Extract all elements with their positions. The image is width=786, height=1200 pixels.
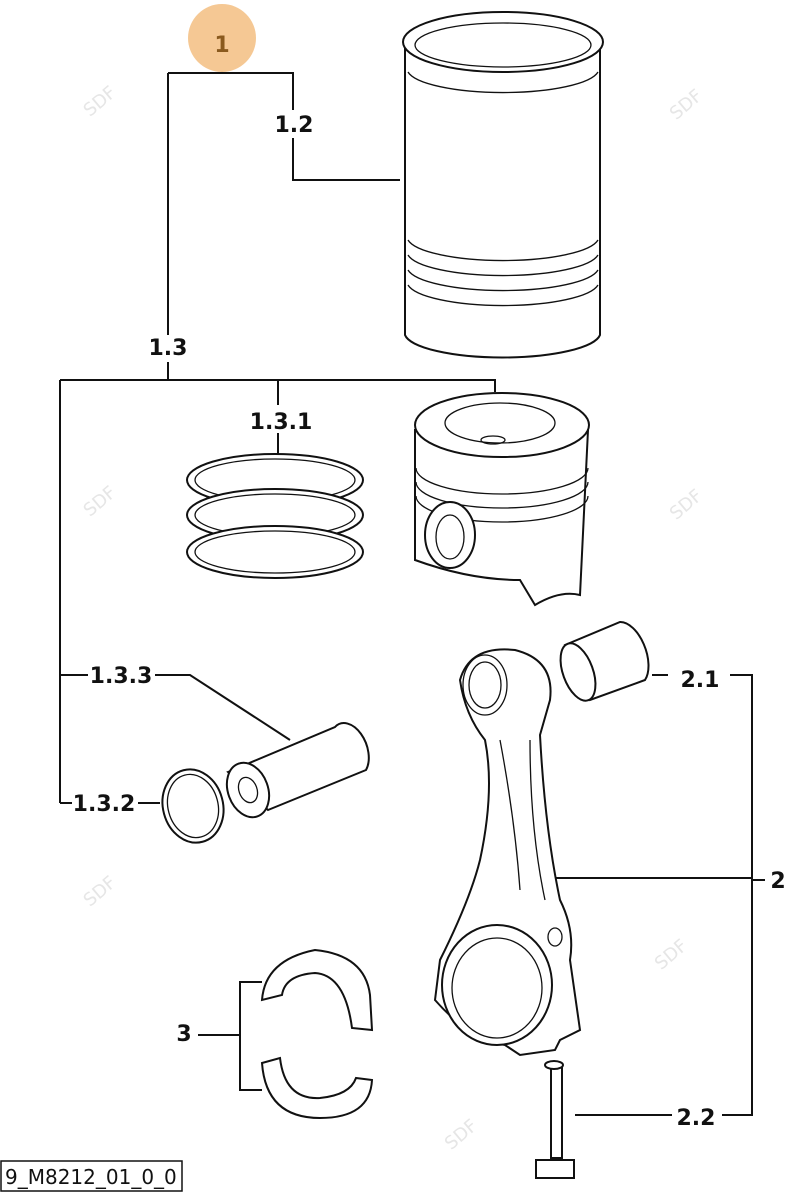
watermark: SDF [441, 1115, 482, 1154]
watermark: SDF [651, 935, 692, 974]
connecting-rod-bolt[interactable] [535, 1060, 575, 1179]
watermark: SDF [666, 85, 707, 124]
diagram-id: 9_M8212_01_0_0 [5, 1165, 177, 1189]
cylinder-liner[interactable] [402, 11, 604, 359]
watermark: SDF [80, 872, 121, 911]
bearing-shells[interactable] [260, 948, 374, 1120]
callout-1-3-2[interactable]: 1.3.2 [73, 792, 136, 817]
callout-1-3-1[interactable]: 1.3.1 [250, 410, 313, 435]
circlip[interactable] [154, 762, 231, 849]
callout-1[interactable]: 1 [188, 4, 256, 72]
piston-pin[interactable] [220, 722, 370, 823]
watermark: SDF [80, 82, 121, 121]
callout-2-1[interactable]: 2.1 [681, 668, 720, 693]
watermarks: SDF SDF SDF SDF SDF SDF SDF [80, 82, 707, 1154]
small-end-bushing[interactable] [554, 620, 650, 705]
diagram-id-box: 9_M8212_01_0_0 [0, 1160, 183, 1192]
callout-highlight-circle [188, 4, 256, 72]
callout-1-3-3[interactable]: 1.3.3 [90, 664, 153, 689]
callout-3[interactable]: 3 [176, 1022, 191, 1047]
watermark: SDF [80, 482, 121, 521]
callout-1-2[interactable]: 1.2 [275, 113, 314, 138]
connecting-rod[interactable] [433, 648, 582, 1057]
leader-lines [59, 55, 765, 1116]
watermark: SDF [666, 485, 707, 524]
callout-2-2[interactable]: 2.2 [677, 1106, 716, 1131]
callout-1-3[interactable]: 1.3 [149, 336, 188, 361]
callout-label: 1 [214, 33, 229, 58]
callout-2[interactable]: 2 [770, 869, 785, 894]
piston[interactable] [414, 392, 590, 607]
piston-rings[interactable] [186, 453, 364, 579]
